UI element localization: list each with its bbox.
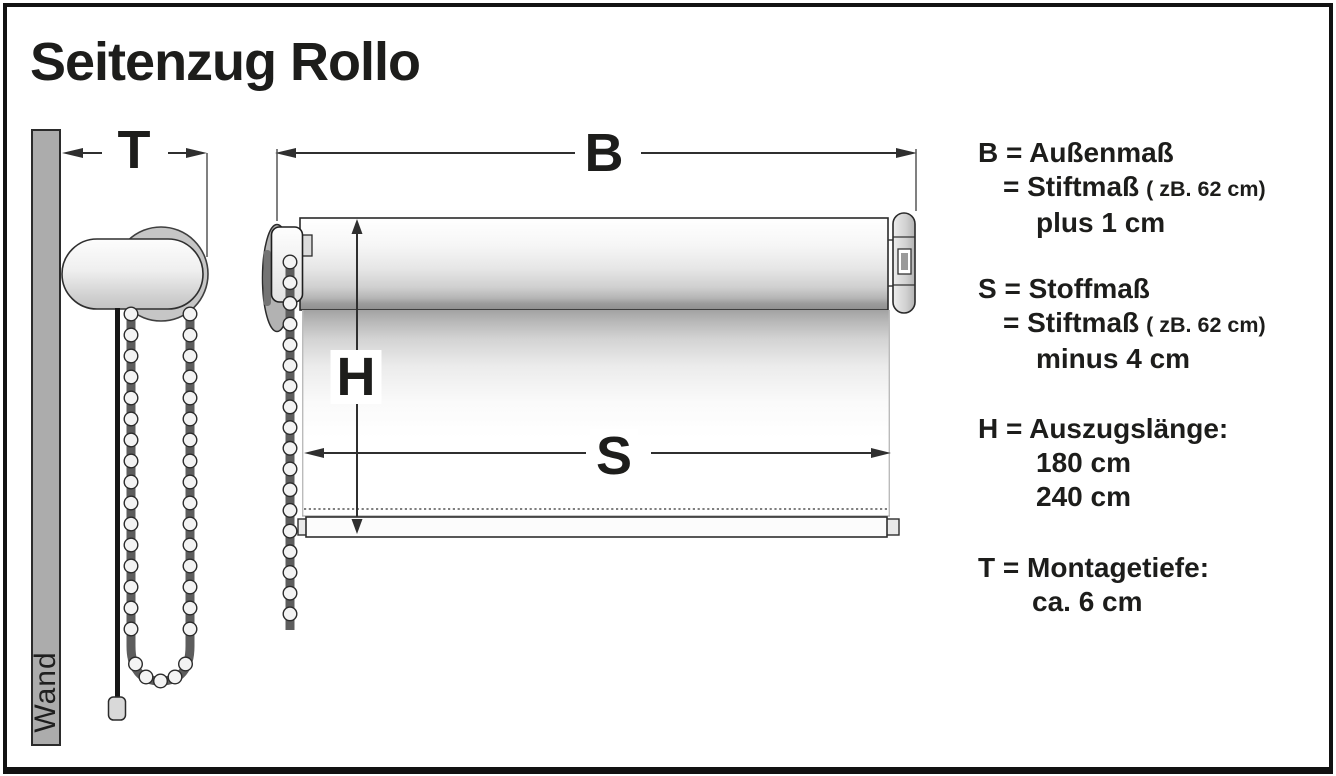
legend-s-line1: S = Stoffmaß — [978, 273, 1150, 304]
legend-b-line2: = Stiftmaß( zB. 62 cm) — [1003, 171, 1266, 202]
page-title: Seitenzug Rollo — [30, 32, 421, 92]
bead-chain-side — [123, 306, 198, 689]
legend-s-line2: = Stiftmaß( zB. 62 cm) — [1003, 307, 1266, 338]
legend-t: T = Montagetiefe: ca. 6 cm — [978, 551, 1209, 619]
legend-b-note: ( zB. 62 cm) — [1146, 177, 1266, 201]
legend-h-line2: 180 cm — [1036, 447, 1131, 478]
legend-s-note: ( zB. 62 cm) — [1146, 313, 1266, 337]
dimension-s-arrows — [304, 448, 891, 458]
wall-label: Wand — [29, 651, 62, 733]
dimension-t-arrows — [62, 148, 208, 257]
bead-chain-front — [282, 254, 298, 622]
legend-h: H = Auszugslänge: 180 cm 240 cm — [978, 412, 1228, 514]
legend-b-line3: plus 1 cm — [1036, 207, 1166, 238]
legend-s: S = Stoffmaß = Stiftmaß( zB. 62 cm) minu… — [978, 272, 1266, 376]
roller-tube-front — [299, 217, 889, 311]
roller-tube-side — [61, 238, 204, 310]
legend-h-line1: H = Auszugslänge: — [978, 413, 1229, 444]
bead-chain-strap-side — [126, 308, 195, 686]
legend-h-line3: 240 cm — [1036, 481, 1131, 512]
legend-b: B = Außenmaß = Stiftmaß( zB. 62 cm) plus… — [978, 136, 1266, 240]
dim-label-t: T — [111, 123, 157, 177]
dim-label-b: B — [578, 126, 630, 180]
legend-b-line1: B = Außenmaß — [978, 137, 1174, 168]
dim-label-s: S — [589, 429, 639, 483]
bottom-rail — [297, 516, 900, 538]
pull-rod-end-cap — [107, 696, 127, 721]
legend-t-line2: ca. 6 cm — [1032, 586, 1143, 617]
legend-t-line1: T = Montagetiefe: — [978, 552, 1210, 583]
wall — [31, 129, 61, 746]
dimension-b-arrows — [275, 148, 917, 221]
legend-s-line3: minus 4 cm — [1036, 343, 1191, 374]
dim-label-h: H — [330, 350, 382, 404]
end-cap-right — [888, 212, 916, 314]
